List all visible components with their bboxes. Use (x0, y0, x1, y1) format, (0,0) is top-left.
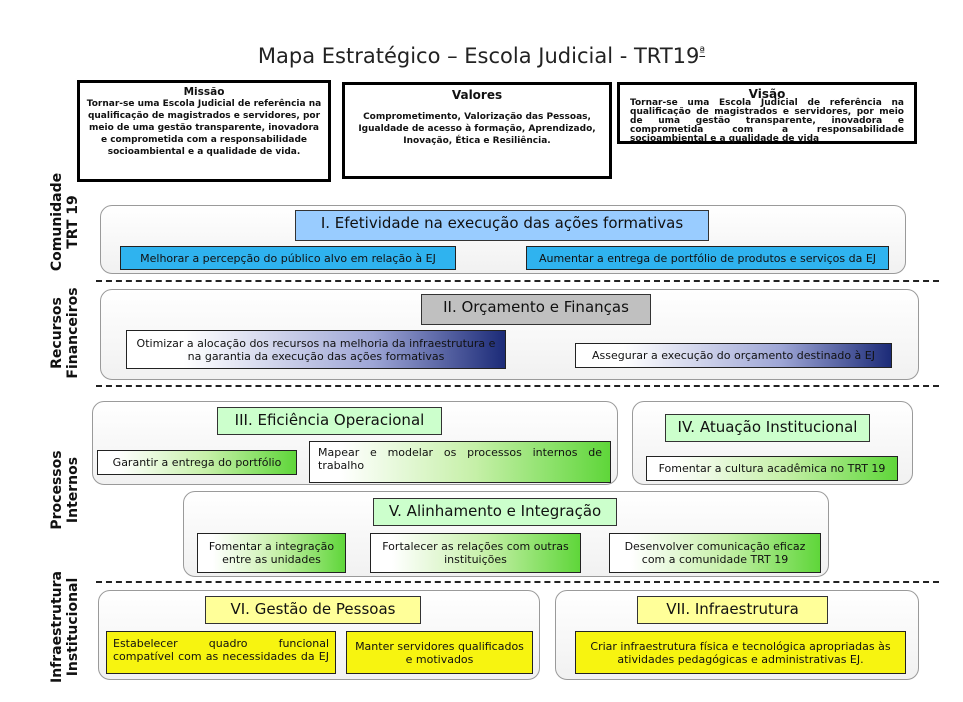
initiative-melhorar-percepcao: Melhorar a percepção do público alvo em … (120, 246, 456, 270)
initiative-aumentar-entrega: Aumentar a entrega de portfólio de produ… (526, 246, 889, 270)
missao-box: Missão Tornar-se uma Escola Judicial de … (77, 80, 331, 182)
separator-line (96, 581, 939, 583)
initiative-estabelecer-quadro: Estabelecer quadro funcional compatível … (106, 631, 336, 674)
initiative-cultura-academica: Fomentar a cultura acadêmica no TRT 19 (646, 456, 898, 481)
initiative-assegurar-orcamento: Assegurar a execução do orçamento destin… (575, 343, 892, 368)
objective-infraestrutura: VII. Infraestrutura (637, 596, 828, 624)
initiative-comunicacao-eficaz: Desenvolver comunicação eficaz com a com… (609, 533, 821, 573)
visao-text: Tornar-se uma Escola Judicial de referên… (630, 98, 904, 144)
initiative-fortalecer-relacoes: Fortalecer as relações com outras instit… (370, 533, 581, 573)
missao-text: Tornar-se uma Escola Judicial de referên… (86, 99, 322, 157)
visao-heading: Visão (748, 87, 786, 101)
perspective-label-recursos: Recursos Financeiros (49, 287, 81, 379)
valores-text: Comprometimento, Valorização das Pessoas… (358, 112, 596, 146)
valores-heading: Valores (451, 88, 503, 102)
objective-gestao-pessoas: VI. Gestão de Pessoas (205, 596, 421, 624)
objective-eficiencia: III. Eficiência Operacional (217, 407, 442, 435)
visao-box: Visão Tornar-se uma Escola Judicial de r… (617, 82, 917, 144)
initiative-garantir-portfolio: Garantir a entrega do portfólio (97, 450, 297, 475)
valores-box: Valores Comprometimento, Valorização das… (342, 82, 612, 179)
objective-alinhamento: V. Alinhamento e Integração (373, 498, 617, 526)
perspective-label-comunidade: Comunidade TRT 19 (49, 172, 81, 272)
separator-line (96, 385, 939, 387)
page-title: Mapa Estratégico – Escola Judicial - TRT… (257, 44, 706, 68)
initiative-criar-infraestrutura: Criar infraestrutura física e tecnológic… (575, 631, 906, 674)
objective-efetividade: I. Efetividade na execução das ações for… (295, 210, 709, 241)
perspective-label-infraestrutura: Infraestrutura Institucional (49, 570, 81, 684)
initiative-mapear-processos: Mapear e modelar os processos internos d… (309, 441, 611, 483)
objective-orcamento: II. Orçamento e Finanças (421, 294, 651, 325)
initiative-fomentar-integracao: Fomentar a integração entre as unidades (197, 533, 346, 573)
objective-atuacao: IV. Atuação Institucional (665, 414, 870, 442)
initiative-otimizar-alocacao: Otimizar a alocação dos recursos na melh… (126, 330, 506, 369)
initiative-manter-servidores: Manter servidores qualificados e motivad… (346, 631, 533, 674)
separator-line (96, 280, 939, 282)
perspective-label-processos: Processos Internos (49, 450, 81, 530)
missao-heading: Missão (183, 86, 225, 98)
